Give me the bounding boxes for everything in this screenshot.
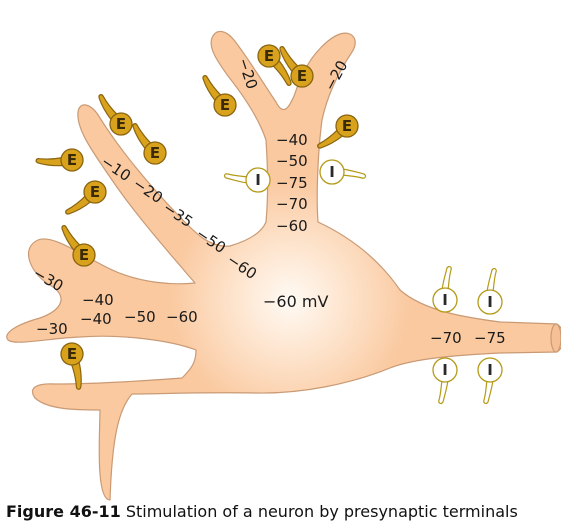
inhibitory-terminal-3: I bbox=[432, 265, 458, 313]
inhibitory-terminal-6: I bbox=[477, 357, 503, 405]
excitatory-letter: E bbox=[297, 67, 307, 85]
excitatory-terminal-3: E bbox=[317, 114, 359, 149]
figure-caption-label: Figure 46-11 bbox=[6, 502, 121, 521]
terminal-bouton bbox=[319, 159, 345, 185]
shaft-label-4: −70 bbox=[276, 195, 308, 213]
terminal-axon-tail bbox=[483, 379, 494, 405]
excitatory-terminal-2: E bbox=[279, 46, 314, 88]
inhibitory-letter: I bbox=[255, 171, 261, 189]
excitatory-terminal-4: E bbox=[202, 75, 237, 117]
excitatory-letter: E bbox=[220, 96, 230, 114]
terminal-axon-tail bbox=[70, 360, 82, 390]
left-lower-label-2: −40 bbox=[80, 310, 112, 328]
terminal-axon-tail bbox=[271, 58, 292, 86]
excitatory-letter: E bbox=[342, 117, 352, 135]
shaft-label-5: −60 bbox=[276, 217, 308, 235]
excitatory-letter: E bbox=[150, 144, 160, 162]
left-lower-label-4: −60 bbox=[166, 308, 198, 326]
soma-potential-label: −60 mV bbox=[263, 292, 328, 311]
excitatory-terminal-7: E bbox=[35, 148, 84, 172]
neuron-outline bbox=[6, 30, 561, 501]
terminal-axon-tail bbox=[202, 75, 223, 103]
terminal-axon-tail bbox=[61, 225, 82, 253]
terminal-bouton bbox=[432, 357, 458, 383]
terminal-axon-tail bbox=[98, 94, 119, 122]
axon-cut-end bbox=[550, 323, 561, 353]
shaft-label-3: −75 bbox=[276, 174, 308, 192]
inhibitory-letter: I bbox=[329, 163, 335, 181]
terminal-axon-tail bbox=[279, 46, 300, 74]
terminal-bouton bbox=[477, 357, 503, 383]
inhibitory-terminal-4: I bbox=[477, 267, 503, 315]
left-upper-label-2: −40 bbox=[82, 291, 114, 309]
excitatory-terminal-10: E bbox=[60, 342, 84, 390]
neuron-membrane bbox=[6, 30, 561, 501]
terminal-axon-tail bbox=[486, 267, 497, 293]
terminal-axon-tail bbox=[65, 194, 93, 215]
terminal-bouton bbox=[109, 112, 133, 136]
axon-label-2: −75 bbox=[474, 329, 506, 347]
terminal-bouton bbox=[213, 93, 237, 117]
terminal-bouton bbox=[245, 167, 271, 193]
figure-caption: Figure 46-11 Stimulation of a neuron by … bbox=[6, 502, 561, 521]
inhibitory-letter: I bbox=[442, 361, 448, 379]
terminal-bouton bbox=[143, 141, 167, 165]
excitatory-letter: E bbox=[67, 345, 77, 363]
terminal-axon-tail bbox=[223, 173, 249, 184]
terminal-bouton bbox=[257, 44, 281, 68]
terminal-axon-tail bbox=[317, 128, 345, 149]
excitatory-letter: E bbox=[90, 183, 100, 201]
left-lower-label-1: −30 bbox=[36, 320, 68, 338]
excitatory-terminal-1: E bbox=[257, 44, 292, 86]
inhibitory-letter: I bbox=[487, 361, 493, 379]
inhibitory-terminal-5: I bbox=[432, 357, 458, 405]
terminal-axon-tail bbox=[341, 168, 367, 179]
excitatory-letter: E bbox=[116, 115, 126, 133]
terminal-axon-tail bbox=[35, 156, 65, 167]
inhibitory-terminal-1: I bbox=[223, 167, 271, 193]
figure-caption-text: Stimulation of a neuron by presynaptic t… bbox=[120, 502, 518, 521]
excitatory-terminal-5: E bbox=[98, 94, 133, 136]
excitatory-terminal-9: E bbox=[61, 225, 96, 267]
terminal-bouton bbox=[83, 180, 107, 204]
inhibitory-letter: I bbox=[487, 293, 493, 311]
axon-label-1: −70 bbox=[430, 329, 462, 347]
terminal-bouton bbox=[60, 148, 84, 172]
inhibitory-letter: I bbox=[442, 291, 448, 309]
terminal-axon-tail bbox=[132, 123, 153, 151]
excitatory-letter: E bbox=[79, 246, 89, 264]
excitatory-letter: E bbox=[264, 47, 274, 65]
terminal-bouton bbox=[72, 243, 96, 267]
shaft-label-1: −40 bbox=[276, 131, 308, 149]
terminal-bouton bbox=[60, 342, 84, 366]
left-lower-label-3: −50 bbox=[124, 308, 156, 326]
terminal-bouton bbox=[477, 289, 503, 315]
excitatory-terminal-6: E bbox=[132, 123, 167, 165]
inhibitory-terminal-2: I bbox=[319, 159, 367, 185]
terminal-bouton bbox=[432, 287, 458, 313]
terminal-bouton bbox=[290, 64, 314, 88]
excitatory-letter: E bbox=[67, 151, 77, 169]
terminal-axon-tail bbox=[441, 265, 452, 291]
excitatory-terminal-8: E bbox=[65, 180, 107, 215]
terminal-bouton bbox=[335, 114, 359, 138]
terminal-axon-tail bbox=[438, 379, 449, 405]
shaft-label-2: −50 bbox=[276, 152, 308, 170]
